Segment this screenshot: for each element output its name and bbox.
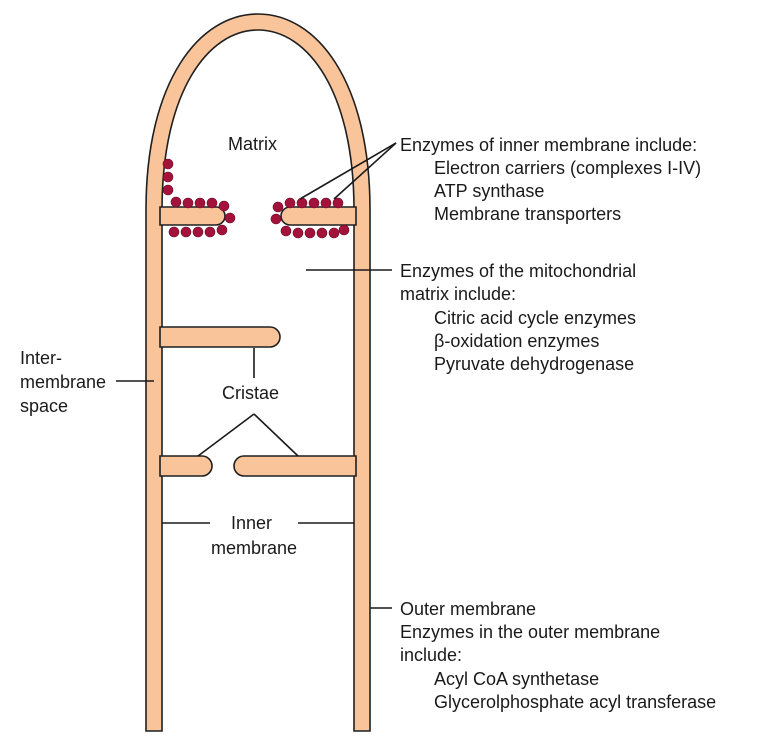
enzyme-particle: [328, 227, 340, 239]
enzyme-particle: [332, 197, 344, 209]
enzyme-item: Acyl CoA synthetase: [434, 669, 599, 689]
enzymes-heading: Enzymes of the mitochondrial: [400, 261, 636, 281]
leader-lines: [116, 142, 397, 609]
enzyme-particle: [170, 196, 182, 208]
cristae-leader: [197, 413, 255, 457]
enzyme-particle: [218, 200, 230, 212]
matrix-label: Matrix: [228, 134, 277, 154]
enzyme-particle: [284, 197, 296, 209]
inner-enzymes-leader: [299, 142, 397, 200]
enzyme-particle: [224, 212, 236, 224]
inner-enzymes-leader: [333, 142, 397, 200]
lower-right-crista: [233, 455, 357, 477]
enzymes-heading: Enzymes in the outer membrane: [400, 622, 660, 642]
cristae-label: Cristae: [222, 383, 279, 403]
enzyme-particle: [308, 197, 320, 209]
enzyme-particle: [162, 158, 174, 170]
enzyme-item: Membrane transporters: [434, 204, 621, 224]
enzyme-particle: [194, 197, 206, 209]
label-line: membrane: [20, 372, 106, 392]
enzyme-item: Glycerolphosphate acyl transferase: [434, 692, 716, 712]
middle-crista: [159, 326, 281, 348]
enzyme-particle: [320, 197, 332, 209]
outer-membrane-text: Outer membrane Enzymes in the outer memb…: [400, 599, 716, 712]
outer-membrane-label: Outer membrane: [400, 599, 536, 619]
enzyme-item: Citric acid cycle enzymes: [434, 308, 636, 328]
enzyme-particle: [182, 197, 194, 209]
outer-membrane-band: [145, 13, 371, 732]
label-line: space: [20, 396, 68, 416]
label-line: Inner: [231, 513, 272, 533]
enzyme-particle: [270, 213, 282, 225]
enzyme-particle: [204, 226, 216, 238]
enzyme-particle: [280, 225, 292, 237]
enzyme-particles: [162, 158, 350, 239]
enzyme-particle: [192, 226, 204, 238]
enzyme-item: Electron carriers (complexes I-IV): [434, 158, 701, 178]
enzyme-particle: [162, 171, 174, 183]
enzyme-particle: [272, 201, 284, 213]
enzyme-particle: [304, 227, 316, 239]
enzyme-particle: [296, 197, 308, 209]
enzymes-heading: matrix include:: [400, 284, 516, 304]
enzyme-particle: [292, 227, 304, 239]
enzyme-particle: [168, 226, 180, 238]
enzyme-particle: [216, 224, 228, 236]
label-line: Inter-: [20, 348, 62, 368]
intermembrane-space-label: Inter- membrane space: [20, 348, 111, 416]
enzyme-particle: [316, 227, 328, 239]
upper-right-crista: [280, 206, 357, 226]
enzyme-item: β-oxidation enzymes: [434, 331, 599, 351]
enzyme-particle: [338, 224, 350, 236]
enzyme-item: Pyruvate dehydrogenase: [434, 354, 634, 374]
enzyme-particle: [162, 184, 174, 196]
cristae-leader: [253, 413, 299, 457]
enzyme-particle: [180, 226, 192, 238]
enzyme-item: ATP synthase: [434, 181, 544, 201]
enzyme-particle: [206, 197, 218, 209]
upper-left-crista: [159, 206, 226, 226]
label-line: membrane: [211, 538, 297, 558]
matrix-enzymes-text: Enzymes of the mitochondrial matrix incl…: [400, 261, 641, 374]
enzymes-heading: include:: [400, 645, 462, 665]
lower-left-crista: [159, 455, 213, 477]
inner-membrane-enzymes-text: Enzymes of inner membrane include: Elect…: [400, 135, 706, 224]
inner-membrane-label: Inner membrane: [211, 513, 297, 558]
enzymes-heading: Enzymes of inner membrane include:: [400, 135, 697, 155]
